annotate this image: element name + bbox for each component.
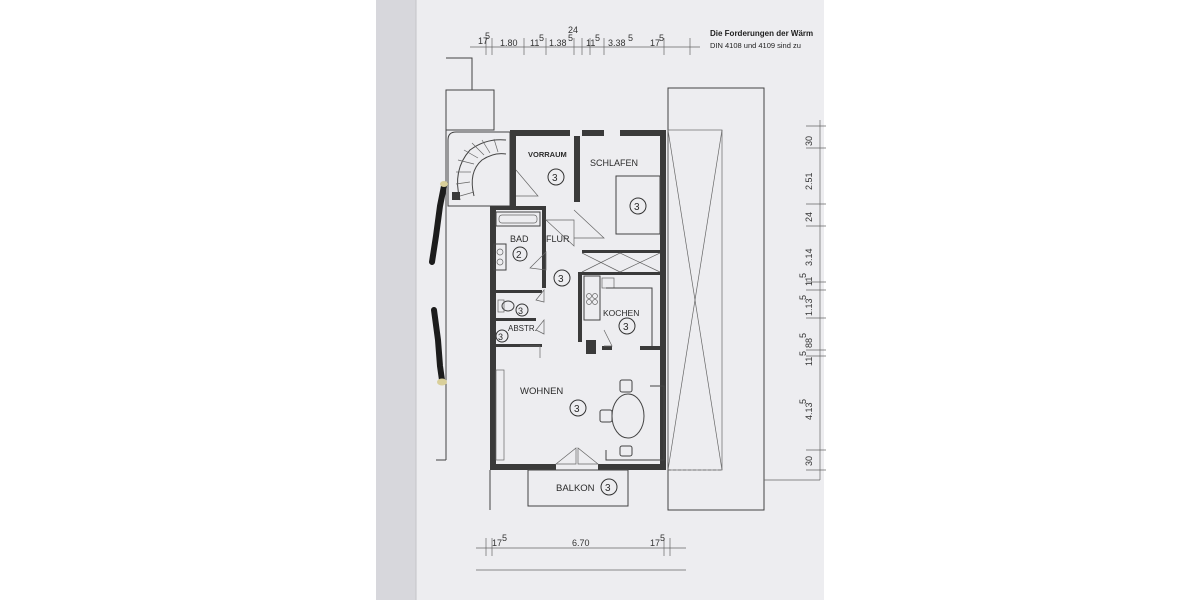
dim-top-8-sup: 5 [659, 33, 664, 43]
room-label-kochen: KOCHEN [603, 308, 639, 318]
neighbor-outlines [436, 57, 820, 511]
dim-top-8: 17 [650, 38, 660, 48]
dim-top-4-sup: 5 [568, 33, 573, 43]
room-circle-abstr [495, 329, 509, 343]
dim-bottom-3-sup: 5 [660, 533, 665, 543]
room-label-bad: BAD [510, 234, 529, 244]
room-number-abstr: 3 [498, 332, 503, 342]
room-number-kochen: 3 [623, 322, 629, 333]
paper-shadow-left [376, 0, 416, 600]
fixtures [493, 169, 665, 461]
dim-top-7-sup: 5 [628, 33, 633, 43]
dim-right-6: 1.13 [804, 298, 814, 316]
dim-bottom-2: 6.70 [572, 538, 590, 548]
header-line-1: Die Forderungen der Wärm [710, 29, 813, 38]
dim-bottom-1-sup: 5 [502, 533, 507, 543]
room-number-wc: 3 [518, 306, 523, 316]
room-circle-vorraum [547, 168, 565, 186]
dim-right-5: 11 [804, 277, 814, 286]
marker-stroke-top [429, 183, 447, 265]
dim-top-5: 24 [568, 25, 578, 35]
room-circle-wohnen [569, 399, 587, 417]
dim-right-7-sup: 5 [798, 333, 808, 338]
bottom-dimension-chain: 17 5 6.70 17 5 [476, 533, 686, 571]
dim-top-6-sup: 5 [595, 33, 600, 43]
dim-bottom-3: 17 [650, 538, 660, 548]
dim-right-3: 24 [804, 212, 814, 222]
dim-right-9: 4.13 [804, 402, 814, 420]
marker-cap-bottom [437, 378, 447, 386]
marker-cap-top [440, 181, 448, 187]
dim-right-6-sup: 5 [798, 295, 808, 300]
header-line-2: DIN 4108 und 4109 sind zu [710, 41, 801, 50]
room-number-wohnen: 3 [574, 404, 580, 415]
room-circle-balkon [600, 478, 618, 496]
dim-right-4: 3.14 [804, 248, 814, 266]
room-label-wohnen: WOHNEN [520, 386, 563, 397]
room-label-flur: FLUR [546, 234, 570, 244]
room-number-balkon: 3 [605, 483, 611, 494]
right-dimension-chain [806, 120, 826, 480]
dim-right-7: 88 [804, 338, 814, 348]
room-circle-schlafen [629, 197, 647, 215]
dim-right-8-sup: 5 [798, 351, 808, 356]
balcony-outline [527, 469, 629, 507]
room-circle-kochen [618, 317, 636, 335]
room-circle-flur [553, 269, 571, 287]
marker-stroke-bottom [431, 307, 445, 383]
top-dimension-chain: 17 5 1.80 11 5 1.38 5 24 11 5 3.38 5 17 … [470, 25, 700, 55]
room-circle-bad [512, 246, 528, 262]
room-number-flur: 3 [558, 274, 564, 285]
room-label-vorraum: VORRAUM [528, 150, 567, 159]
dim-right-9-sup: 5 [798, 399, 808, 404]
walls [490, 130, 666, 470]
dim-right-1: 30 [804, 136, 814, 146]
room-label-balkon: BALKON [556, 483, 595, 494]
dim-top-3: 11 [530, 38, 539, 48]
dim-top-1: 17 [478, 36, 488, 46]
dim-top-7: 3.38 [608, 38, 626, 48]
room-label-schlafen: SCHLAFEN [590, 158, 638, 168]
dim-bottom-1: 17 [492, 538, 502, 548]
room-label-abstr: ABSTR. [508, 324, 537, 333]
dim-top-2: 1.80 [500, 38, 518, 48]
dim-right-8: 11 [804, 357, 814, 366]
right-dimension-labels: 30 2.51 24 3.14 11 5 1.13 5 88 5 11 5 4.… [798, 136, 814, 466]
dim-right-10: 30 [804, 456, 814, 466]
room-number-bad: 2 [516, 250, 522, 261]
room-number-schlafen: 3 [634, 202, 640, 213]
room-number-vorraum: 3 [552, 173, 558, 184]
doors [520, 209, 661, 465]
staircase [447, 131, 511, 207]
dim-right-5-sup: 5 [798, 273, 808, 278]
room-circle-wc [515, 303, 529, 317]
dim-top-4: 1.38 [549, 38, 567, 48]
dim-top-3-sup: 5 [539, 33, 544, 43]
dim-right-2: 2.51 [804, 172, 814, 190]
dim-top-6: 11 [586, 38, 595, 48]
dim-top-1-sup: 5 [485, 31, 490, 41]
room-labels: VORRAUM 3 SCHLAFEN 3 BAD 2 FLUR 3 KOCHEN… [495, 150, 647, 496]
